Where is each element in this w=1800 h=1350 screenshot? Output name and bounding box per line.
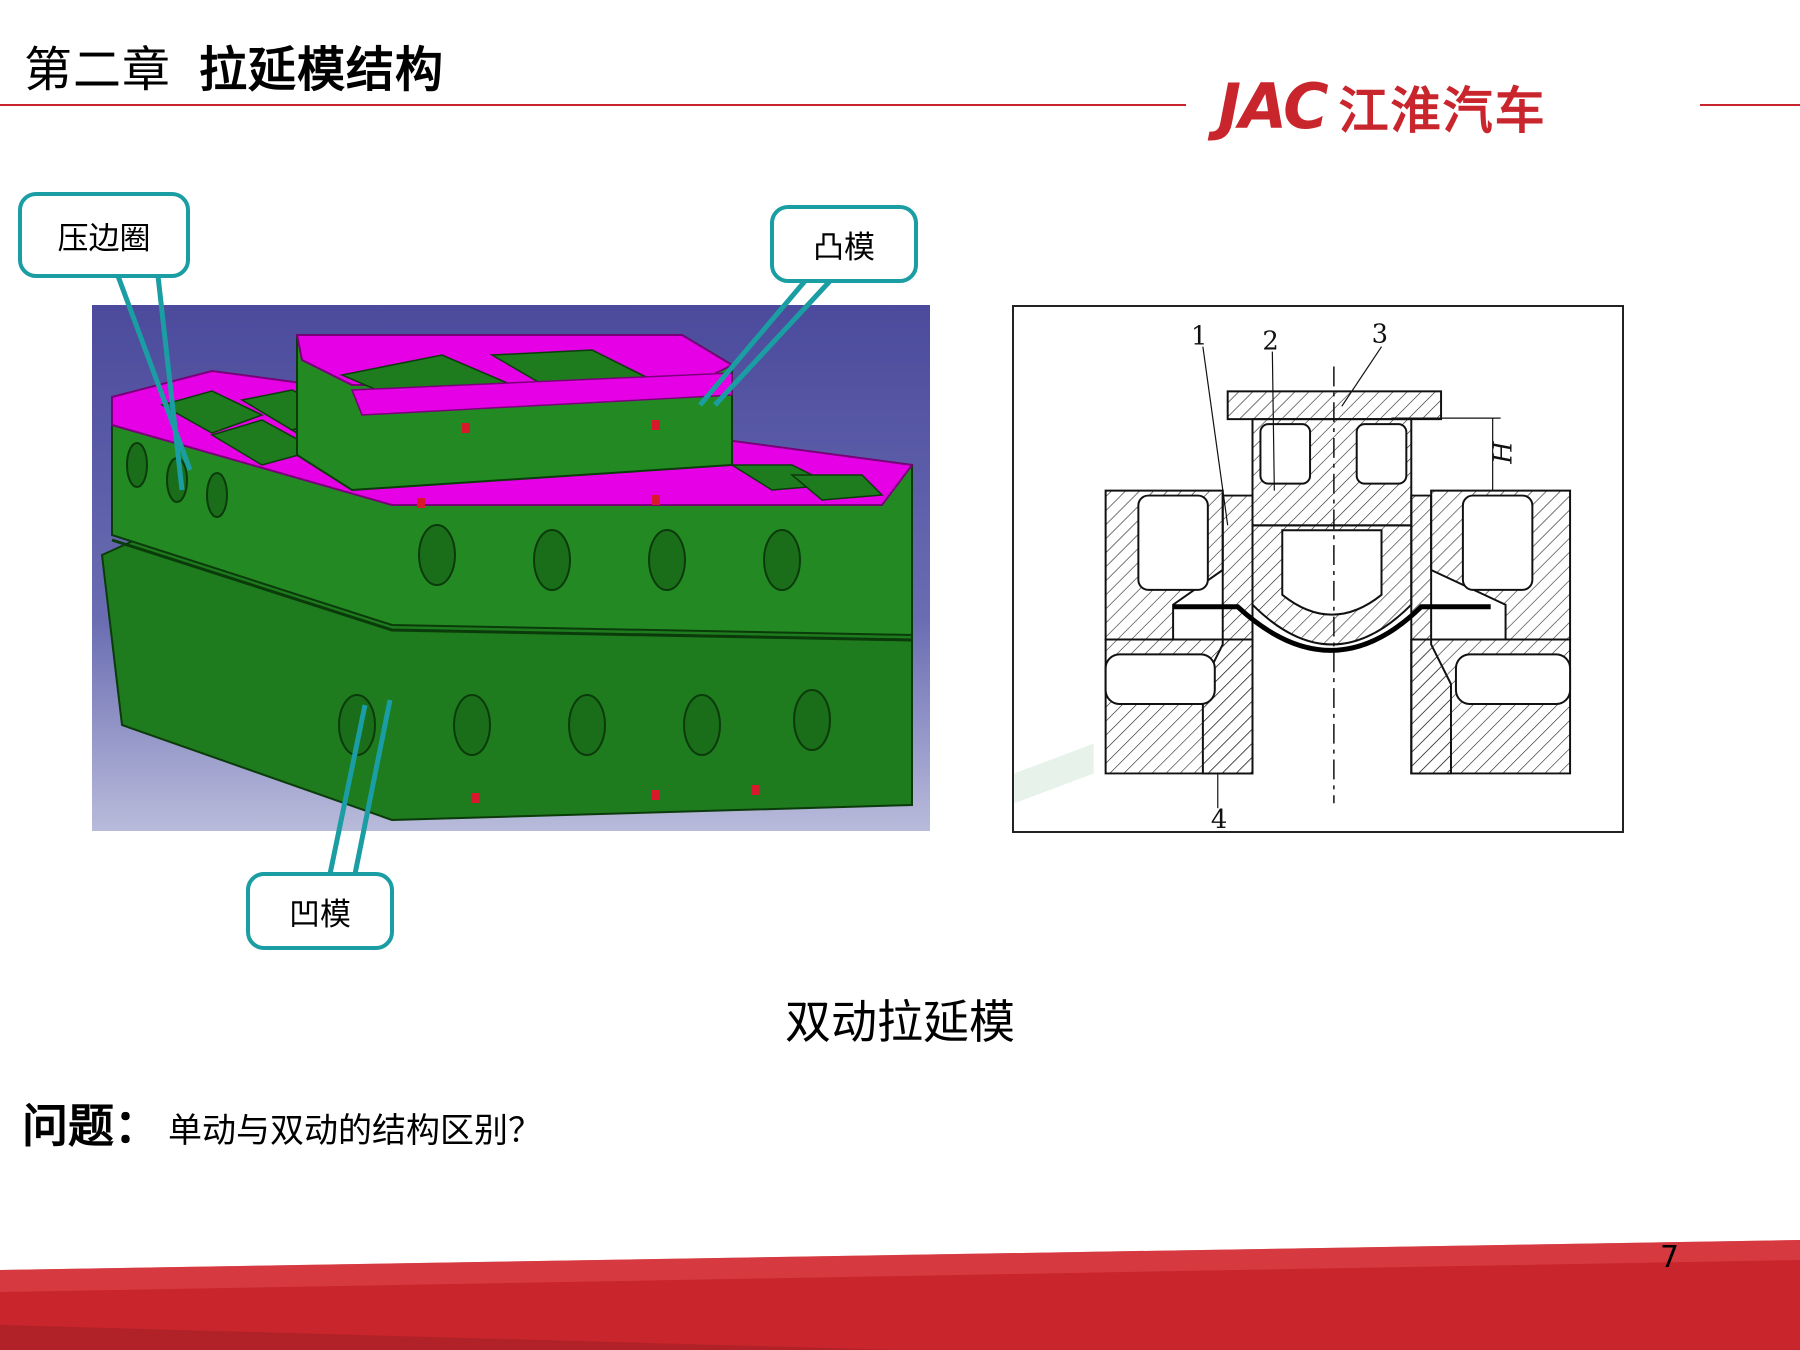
header-rule-right [1700, 104, 1800, 106]
question-text: 单动与双动的结构区别？ [168, 1111, 542, 1151]
callout-blank-holder-label: 压边圈 [57, 220, 151, 257]
logo-text: 江淮汽车 [1338, 82, 1547, 140]
die-cross-section-diagram: 1 2 3 H 4 [1012, 305, 1624, 833]
figure-caption: 双动拉延模 [785, 995, 1015, 1049]
callout-punch-label: 凸模 [813, 229, 875, 266]
diagram-label-1: 1 [1191, 322, 1207, 352]
callout-blank-holder: 压边圈 [18, 192, 190, 278]
logo-mark: JAC [1218, 70, 1329, 143]
pointer-die-2 [352, 699, 393, 875]
pointer-blank-holder-2 [155, 275, 185, 491]
chapter-title: 拉延模结构 [199, 42, 445, 98]
question-label: 问题： [22, 1099, 160, 1153]
header-rule-left [0, 104, 1186, 106]
diagram-label-4: 4 [1211, 805, 1227, 833]
diagram-label-3: 3 [1372, 320, 1388, 350]
pointer-blank-holder-1 [115, 275, 193, 471]
page-number: 7 [1660, 1240, 1680, 1275]
question-line: 问题：单动与双动的结构区别？ [22, 1090, 542, 1156]
pointer-punch-2 [713, 279, 832, 407]
callout-die: 凹模 [246, 872, 394, 950]
diagram-label-h: H [1489, 441, 1519, 465]
callout-die-label: 凹模 [289, 896, 351, 933]
double-action-die-3d-model [92, 305, 930, 831]
footer-band [0, 1240, 1800, 1350]
callout-punch: 凸模 [770, 205, 918, 283]
diagram-label-2: 2 [1262, 327, 1278, 357]
chapter-heading: 第二章拉延模结构 [24, 30, 444, 100]
chapter-number: 第二章 [24, 42, 172, 98]
pointer-die-1 [327, 704, 368, 875]
pointer-punch-1 [698, 279, 807, 407]
